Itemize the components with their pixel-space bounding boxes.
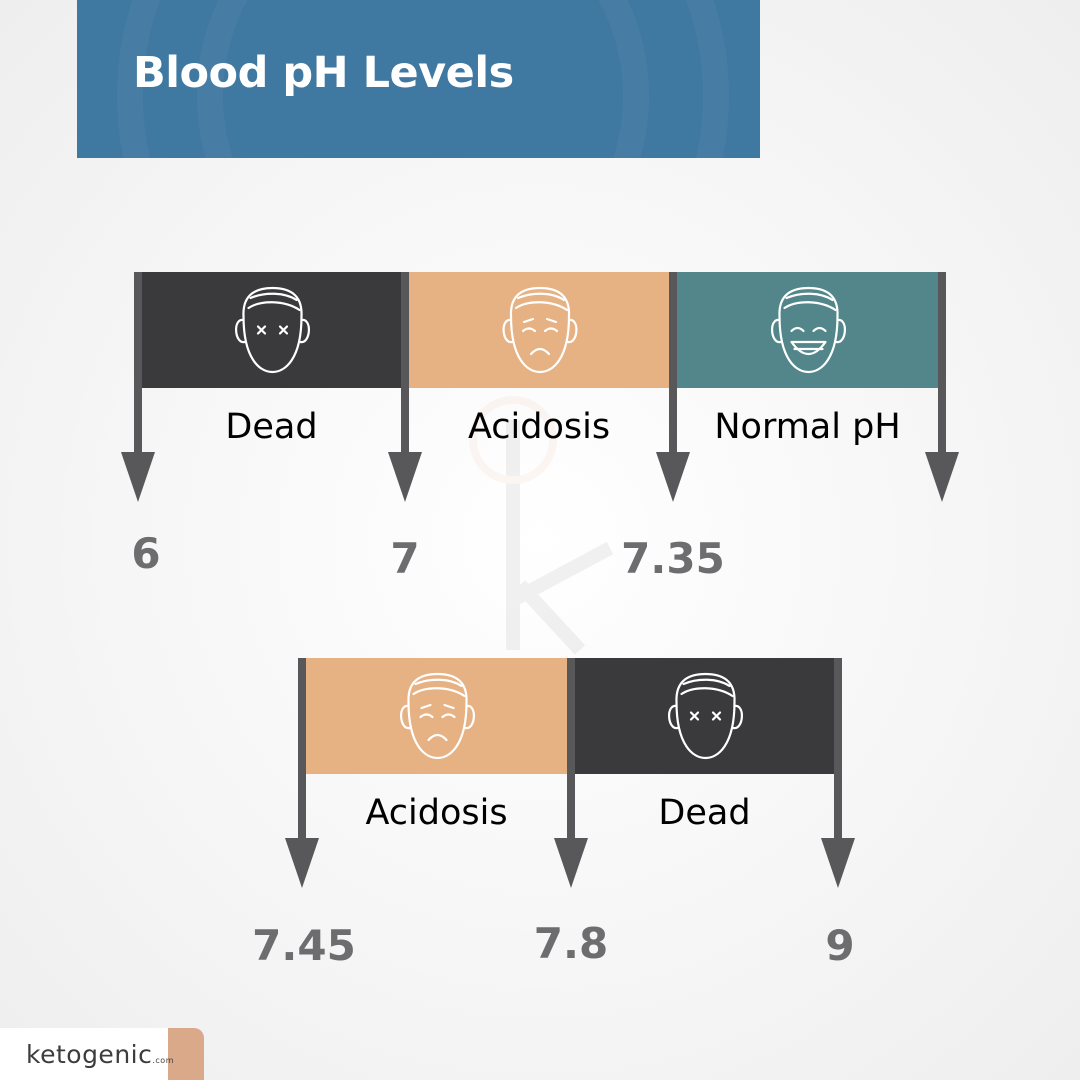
brand-name: ketogenic	[26, 1040, 153, 1069]
ph-row-2: Acidosis Dead 7.45 7.8 9	[252, 658, 855, 970]
flame-icon	[168, 1028, 204, 1080]
segment-dead: Dead	[138, 272, 405, 447]
segment-acidosis: Acidosis	[405, 272, 673, 447]
segment-dead: Dead	[571, 658, 838, 833]
ph-tick-label: 7.8	[534, 919, 608, 968]
segment-acidosis: Acidosis	[302, 658, 571, 833]
sad-face-icon	[502, 286, 578, 374]
title-banner: Blood pH Levels	[77, 0, 760, 158]
arrow-icon: 7.45	[252, 658, 356, 970]
segment-label: Acidosis	[365, 793, 507, 833]
segment-band	[138, 272, 405, 388]
ph-tick-label: 9	[825, 921, 854, 970]
segment-band	[405, 272, 673, 388]
arrow-icon: 7.8	[534, 658, 608, 968]
segment-band	[571, 658, 838, 774]
ph-tick-label: 7	[390, 534, 419, 583]
segment-label: Normal pH	[714, 407, 900, 447]
ph-tick-label: 6	[131, 529, 160, 578]
brand-logo: ketogenic.com	[26, 1040, 174, 1069]
segment-band	[673, 272, 942, 388]
page-title: Blood pH Levels	[133, 48, 514, 98]
arrow-icon: 9	[821, 658, 855, 970]
segment-label: Dead	[225, 407, 317, 447]
segment-band	[302, 658, 571, 774]
segment-label: Acidosis	[468, 407, 610, 447]
segment-normal: Normal pH	[673, 272, 942, 447]
ph-tick-label: 7.35	[621, 534, 725, 583]
ph-row-1: Dead Acidosis Normal pH 6 7 7.35	[121, 272, 959, 583]
watermark-k-icon	[469, 396, 614, 655]
brand-suffix: .com	[152, 1056, 174, 1065]
dead-face-icon	[235, 286, 310, 374]
arrow-icon: 6	[121, 272, 161, 578]
logo-panel	[0, 1028, 180, 1080]
dead-face-icon	[668, 672, 743, 760]
arrow-icon: 7.35	[621, 272, 725, 583]
happy-face-icon	[771, 286, 846, 374]
sad-face-icon	[400, 672, 475, 760]
ph-tick-label: 7.45	[252, 921, 356, 970]
arrow-icon: 7	[388, 272, 422, 583]
arrow-icon	[925, 272, 959, 502]
segment-label: Dead	[658, 793, 750, 833]
